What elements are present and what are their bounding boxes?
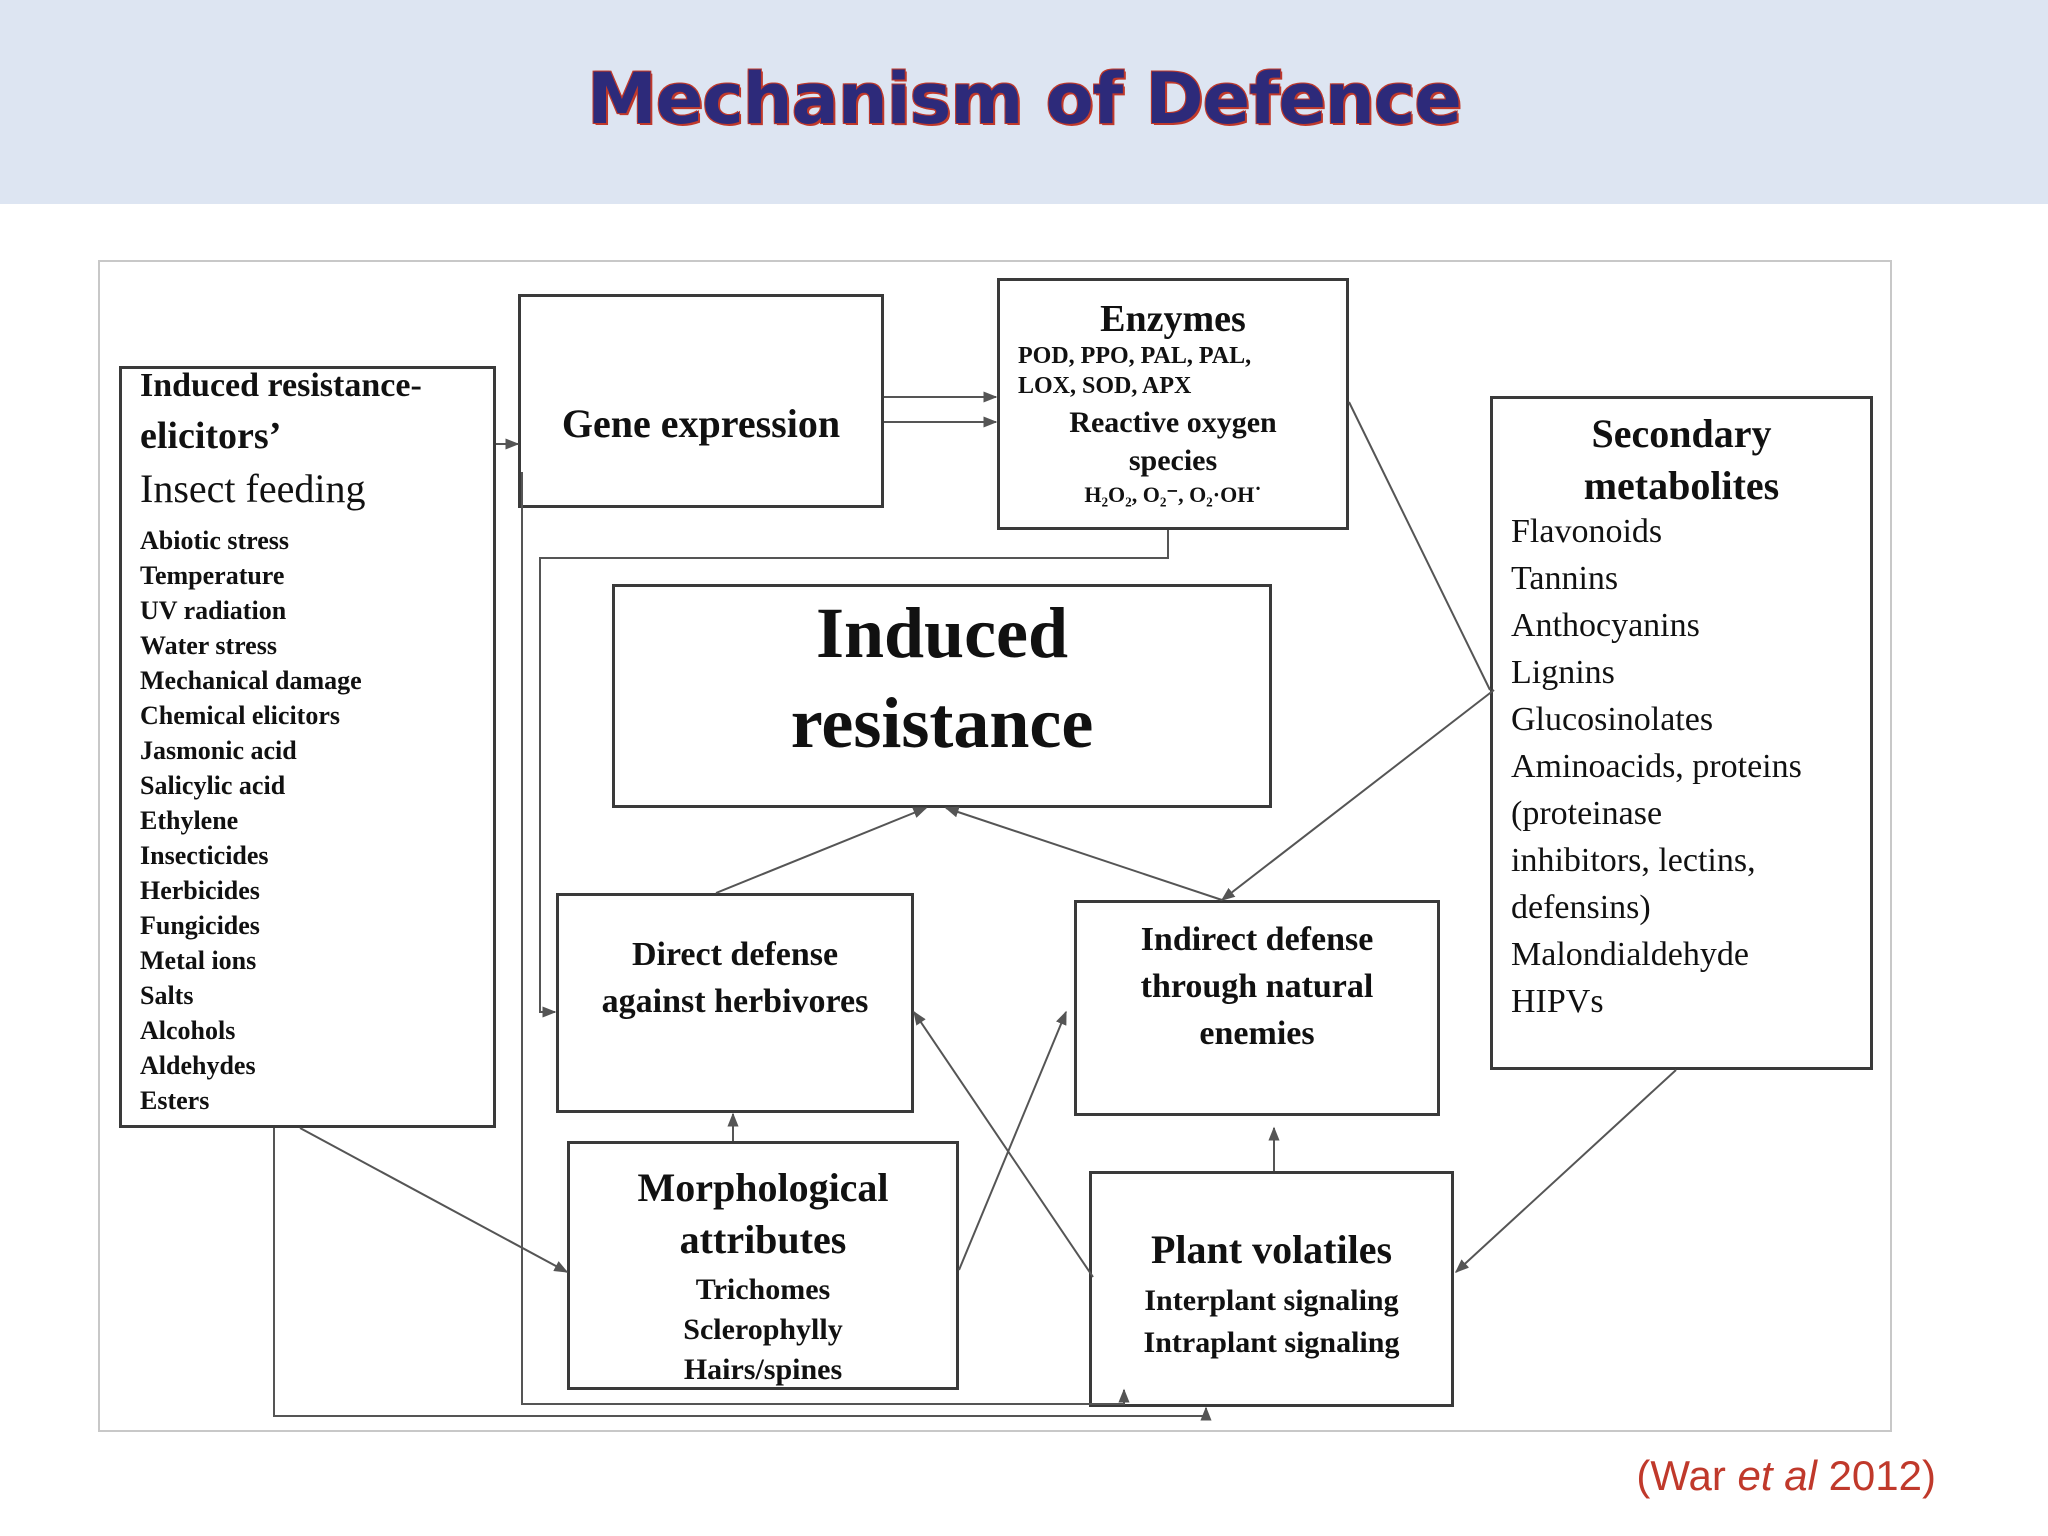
- elicitor-item: Temperature: [140, 561, 285, 590]
- line-enzymes-to-secondary: [1348, 401, 1491, 691]
- enzymes-box: Enzymes POD, PPO, PAL, PAL, LOX, SOD, AP…: [997, 278, 1349, 530]
- direct-defense-label-2: against herbivores: [601, 983, 869, 1020]
- diagram-frame: [98, 260, 1892, 1432]
- elicitors-subheading: Insect feeding: [140, 466, 366, 511]
- slide-title: Mechanism of Defence: [587, 58, 1462, 140]
- arrow-indirect-to-induced: [944, 806, 1223, 901]
- arrow-volatiles-to-direct: [913, 1010, 1094, 1278]
- arrow-secondary-to-volatiles: [1454, 1069, 1677, 1273]
- elicitors-heading-2: elicitors’: [140, 415, 282, 457]
- arrow-gene-to-volatiles: [521, 472, 1130, 1405]
- elicitor-item: Alcohols: [140, 1016, 236, 1045]
- elicitor-item: Aldehydes: [140, 1051, 256, 1080]
- citation-italic: et al: [1737, 1452, 1817, 1499]
- citation-prefix: (War: [1636, 1452, 1738, 1499]
- slide-header: [0, 0, 2048, 204]
- enzymes-list-2: LOX, SOD, APX: [1018, 373, 1192, 399]
- induced-resistance-title-2: resistance: [790, 683, 1094, 763]
- elicitor-item: Fungicides: [140, 911, 260, 940]
- citation-suffix: 2012): [1816, 1452, 1936, 1499]
- elicitor-item: Water stress: [140, 631, 277, 660]
- arrow-elicitors-to-volatiles: [273, 1128, 1212, 1421]
- metabolite-item: Flavonoids: [1511, 513, 1663, 550]
- gene-expression-box: Gene expression: [518, 294, 884, 508]
- elicitors-heading: Induced resistance-: [140, 367, 422, 404]
- indirect-defense-label: Indirect defense: [1140, 921, 1374, 958]
- elicitor-item: Salicylic acid: [140, 771, 286, 800]
- arrow-elicitors-to-morph: [299, 1127, 569, 1273]
- indirect-defense-label-3: enemies: [1199, 1015, 1315, 1052]
- metabolite-item: Aminoacids, proteins: [1511, 748, 1802, 785]
- ros-label-2: species: [1128, 444, 1218, 477]
- metabolite-item: Tannins: [1511, 560, 1619, 597]
- elicitor-item: Ethylene: [140, 806, 239, 835]
- elicitor-item: Mechanical damage: [140, 666, 362, 695]
- morphological-item: Hairs/spines: [683, 1353, 843, 1386]
- intraplant-signaling: Intraplant signaling: [1143, 1326, 1400, 1359]
- morphological-item: Trichomes: [695, 1273, 831, 1306]
- gene-expression-label: Gene expression: [561, 401, 841, 446]
- elicitor-item: Metal ions: [140, 946, 257, 975]
- secondary-metabolites-title-2: metabolites: [1583, 463, 1780, 508]
- elicitor-item: Abiotic stress: [140, 526, 290, 555]
- citation: (War et al 2012): [1636, 1452, 1936, 1500]
- secondary-metabolites-title: Secondary: [1591, 411, 1772, 456]
- metabolite-item: Anthocyanins: [1511, 607, 1700, 644]
- plant-volatiles-box: Plant volatiles Interplant signaling Int…: [1089, 1171, 1454, 1407]
- metabolite-item: Malondialdehyde: [1511, 936, 1749, 973]
- direct-defense-label: Direct defense: [631, 936, 839, 973]
- indirect-defense-label-2: through natural: [1140, 968, 1374, 1005]
- metabolite-item: HIPVs: [1511, 983, 1604, 1020]
- morphological-title-2: attributes: [679, 1217, 847, 1262]
- elicitor-item: UV radiation: [140, 596, 287, 625]
- metabolite-item: (proteinase: [1511, 795, 1663, 832]
- arrow-direct-to-induced: [715, 807, 928, 894]
- plant-volatiles-title: Plant volatiles: [1150, 1227, 1393, 1272]
- arrow-secondary-to-indirect: [1220, 689, 1495, 901]
- metabolite-item: Lignins: [1511, 654, 1615, 691]
- induced-resistance-box: Induced resistance: [612, 584, 1272, 808]
- elicitor-item: Chemical elicitors: [140, 701, 340, 730]
- enzymes-title: Enzymes: [1100, 298, 1246, 340]
- elicitor-item: Herbicides: [140, 876, 260, 905]
- elicitor-item: Esters: [140, 1086, 210, 1115]
- morphological-title: Morphological: [637, 1165, 889, 1210]
- morphological-item: Sclerophylly: [683, 1313, 843, 1346]
- elicitor-item: Jasmonic acid: [140, 736, 297, 765]
- interplant-signaling: Interplant signaling: [1144, 1284, 1399, 1317]
- metabolite-item: defensins): [1511, 889, 1651, 926]
- arrow-enzymes-to-direct: [539, 530, 1169, 1018]
- metabolite-item: inhibitors, lectins,: [1511, 842, 1756, 879]
- elicitor-item: Salts: [140, 981, 194, 1010]
- induced-resistance-title: Induced: [815, 593, 1069, 673]
- elicitor-item: Insecticides: [140, 841, 269, 870]
- ros-label: Reactive oxygen: [1069, 406, 1277, 439]
- ros-formula: H₂O₂, O₂⁻, O₂·OH˙: [1084, 482, 1262, 507]
- metabolite-item: Glucosinolates: [1511, 701, 1714, 738]
- indirect-defense-box: Indirect defense through natural enemies: [1074, 900, 1440, 1116]
- arrow-morph-to-indirect: [958, 1010, 1067, 1271]
- elicitors-box: Induced resistance- elicitors’ Insect fe…: [119, 366, 496, 1128]
- enzymes-list-1: POD, PPO, PAL, PAL,: [1018, 343, 1252, 369]
- direct-defense-box: Direct defense against herbivores: [556, 893, 914, 1113]
